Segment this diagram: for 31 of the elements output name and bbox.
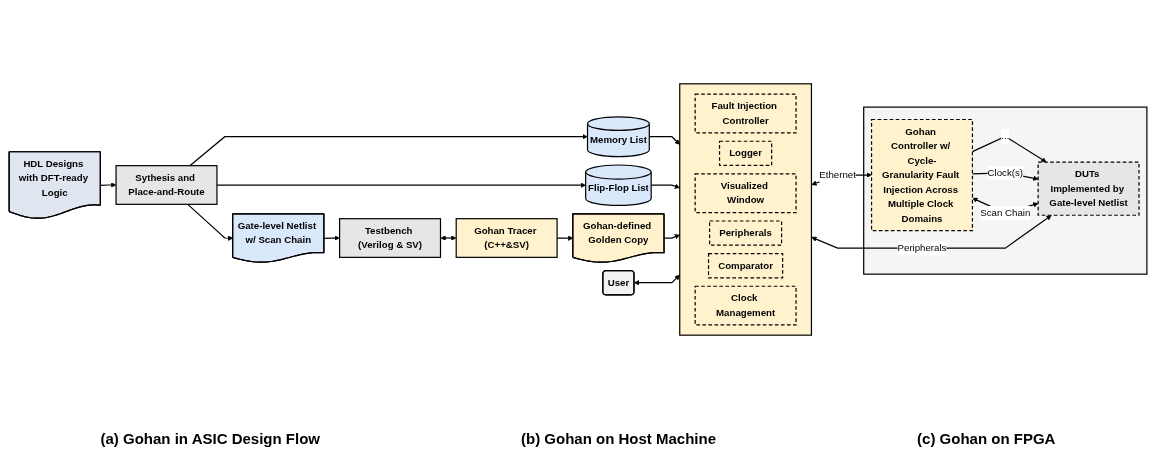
edge-label: Ethernet	[819, 169, 856, 180]
node-box: Visualized Window	[694, 172, 797, 213]
node-box: Testbench (Verilog & SV)	[339, 217, 442, 258]
node-box: DUTs Implemented by Gate-level Netlist	[1037, 160, 1140, 216]
arrow	[440, 234, 457, 241]
arrow	[663, 233, 680, 239]
cluster	[679, 82, 813, 336]
arrow	[189, 133, 588, 166]
panel-caption: (b) Gohan on Host Machine	[521, 429, 717, 447]
node-box: Gohan Controller w/ Cycle-Granularity Fault Injection Across Multiple Clock Domains	[870, 118, 974, 231]
node-box: Clock Management	[694, 285, 797, 325]
node-box: Fault Injection Controller	[694, 93, 797, 133]
panel-caption: (a) Gohan in ASIC Design Flow	[100, 429, 320, 447]
node-box: Comparator	[707, 252, 784, 278]
cluster	[863, 106, 1148, 275]
arrow	[323, 234, 340, 241]
arrow	[648, 135, 680, 145]
arrow	[650, 183, 680, 189]
arrow	[634, 274, 680, 285]
arrow	[187, 203, 234, 241]
arrow	[100, 181, 117, 188]
node-box: Peripherals	[709, 219, 783, 246]
edge-label: Scan Chain	[980, 207, 1031, 218]
node-box: Sythesis and Place-and-Route	[115, 164, 218, 205]
node-box: Logger	[718, 140, 773, 166]
edge-label: ...	[1001, 130, 1010, 141]
node-box: Gohan Tracer (C++&SV)	[455, 217, 558, 258]
edge-label: Peripherals	[897, 242, 947, 253]
edge-label: Clock(s)	[987, 167, 1024, 178]
arrow	[216, 182, 586, 188]
panel-caption: (c) Gohan on FPGA	[917, 429, 1056, 447]
